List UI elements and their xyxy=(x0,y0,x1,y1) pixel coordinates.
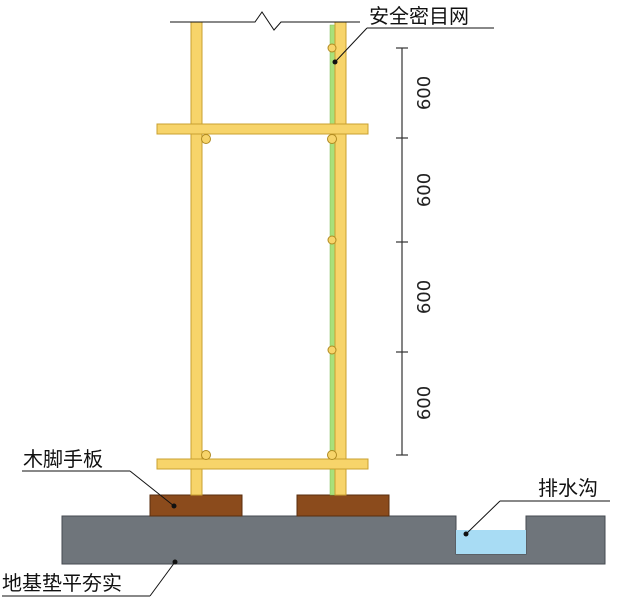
coupler xyxy=(327,450,337,460)
leader-safety-net xyxy=(332,27,494,65)
coupler xyxy=(201,134,211,144)
label-drain: 排水沟 xyxy=(538,476,598,500)
dimension-line xyxy=(396,47,408,456)
horizontal-ledger-bottom xyxy=(156,458,369,470)
vertical-pole-inner xyxy=(190,21,203,496)
coupler xyxy=(327,134,337,144)
label-safety-net: 安全密目网 xyxy=(369,4,469,28)
net-tie xyxy=(327,235,337,245)
label-foundation: 地基垫平夯实 xyxy=(2,571,122,595)
dimension-text-2: 600 xyxy=(414,173,435,207)
horizontal-ledger-top xyxy=(156,123,369,135)
safety-net xyxy=(329,24,336,496)
vertical-pole-outer xyxy=(334,21,347,496)
dimension-text-4: 600 xyxy=(414,386,435,420)
net-tie xyxy=(327,43,337,53)
dimension-text-1: 600 xyxy=(414,76,435,110)
coupler xyxy=(201,450,211,460)
leader-foundation xyxy=(2,559,178,597)
label-wood-board: 木脚手板 xyxy=(23,447,103,471)
net-tie xyxy=(327,345,337,355)
dimension-text-3: 600 xyxy=(414,280,435,314)
foundation-ground xyxy=(61,515,606,565)
wood-board-right xyxy=(296,494,390,517)
net-ties xyxy=(327,43,337,355)
pole-couplers xyxy=(201,134,337,460)
break-line xyxy=(170,11,360,31)
leader-wood-board xyxy=(22,470,177,509)
leader-drain xyxy=(463,500,610,537)
